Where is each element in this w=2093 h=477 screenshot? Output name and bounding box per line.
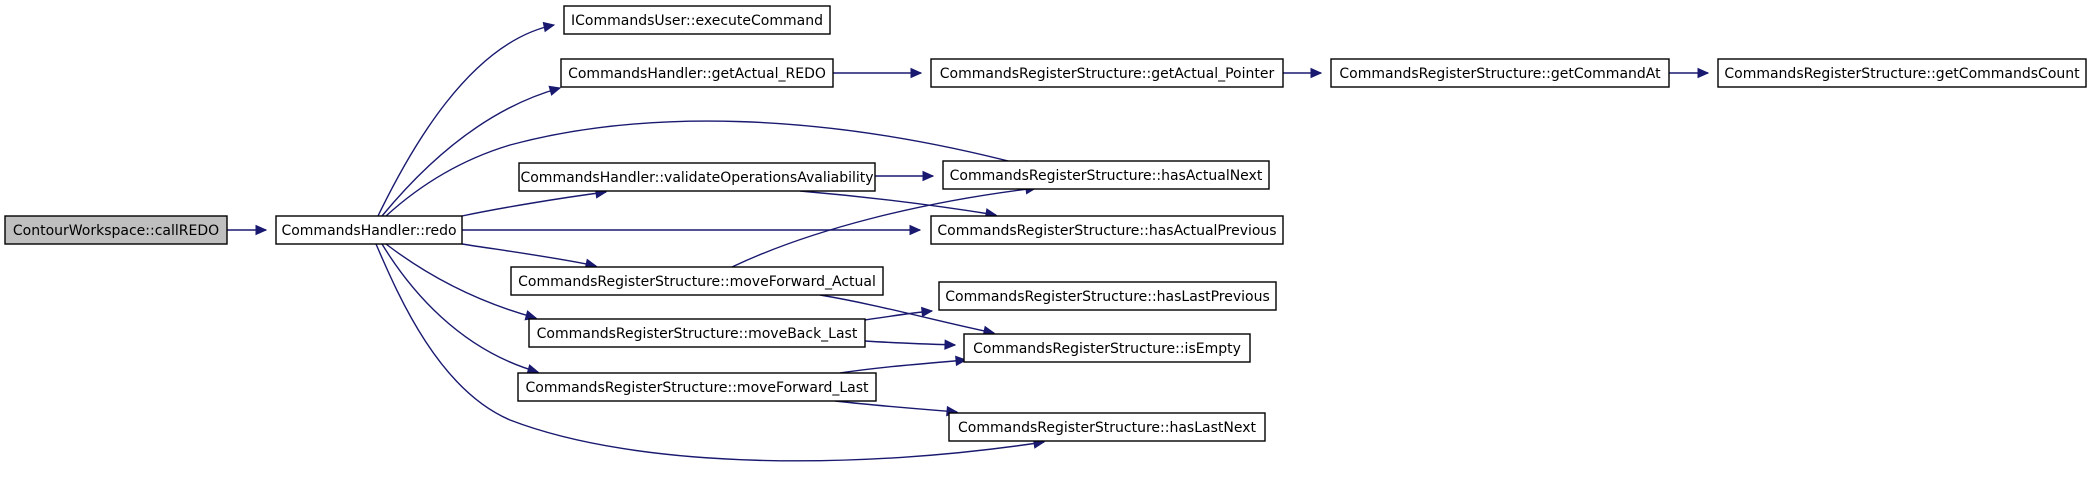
edge-line — [381, 243, 539, 373]
node-box — [930, 215, 1284, 245]
node-box — [528, 318, 866, 348]
edge-redo-to-getActualRedo — [381, 85, 562, 217]
nodes: ContourWorkspace::callREDO CommandsHandle… — [4, 5, 2087, 442]
edge-getActualPointer-to-getCommandAt — [1283, 67, 1323, 79]
edge-line — [839, 359, 967, 374]
node-label: CommandsRegisterStructure::hasActualNext — [950, 168, 1263, 184]
arrow-head-icon — [910, 67, 923, 79]
node-label: CommandsRegisterStructure::moveBack_Last — [537, 326, 858, 342]
node-validateOps[interactable]: CommandsHandler::validateOperationsAvali… — [518, 162, 876, 192]
node-box — [510, 266, 884, 296]
arrow-head-icon — [909, 224, 922, 236]
edge-moveForwardLast-to-hasLastNext — [834, 400, 959, 417]
node-label: ICommandsUser::executeCommand — [571, 13, 823, 29]
arrow-head-icon — [1310, 67, 1323, 79]
edge-root-to-redo — [226, 224, 268, 236]
edge-redo-to-execCmd — [377, 21, 556, 217]
node-moveForwardActual[interactable]: CommandsRegisterStructure::moveForward_A… — [510, 266, 884, 296]
node-box — [942, 160, 1270, 190]
node-label: CommandsRegisterStructure::hasLastPrevio… — [945, 289, 1270, 305]
node-getCommandAt[interactable]: CommandsRegisterStructure::getCommandAt — [1330, 58, 1670, 88]
node-label: CommandsRegisterStructure::moveForward_A… — [518, 274, 876, 290]
node-redo[interactable]: CommandsHandler::redo — [275, 215, 463, 245]
arrow-head-icon — [921, 306, 934, 318]
node-isEmpty[interactable]: CommandsRegisterStructure::isEmpty — [963, 333, 1251, 363]
edge-line — [461, 243, 597, 267]
edge-moveForwardLast-to-isEmpty — [839, 355, 968, 374]
edge-redo-to-moveForwardActual — [461, 243, 598, 269]
node-label: CommandsRegisterStructure::getCommandAt — [1339, 66, 1661, 82]
node-label: CommandsRegisterStructure::getActual_Poi… — [940, 66, 1275, 82]
node-getActualPointer[interactable]: CommandsRegisterStructure::getActual_Poi… — [930, 58, 1284, 88]
edge-line — [377, 24, 555, 217]
edge-redo-to-moveForwardLast — [381, 243, 540, 375]
edge-getCommandAt-to-getCommandsCount — [1669, 67, 1710, 79]
node-label: CommandsRegisterStructure::isEmpty — [973, 341, 1241, 357]
arrow-head-icon — [255, 224, 268, 236]
node-box — [4, 215, 228, 245]
node-moveForwardLast[interactable]: CommandsRegisterStructure::moveForward_L… — [517, 372, 877, 402]
node-box — [963, 333, 1251, 363]
node-hasActualNext[interactable]: CommandsRegisterStructure::hasActualNext — [942, 160, 1270, 190]
edge-line — [375, 243, 1045, 462]
node-label: CommandsRegisterStructure::hasLastNext — [958, 420, 1256, 436]
edge-moveBackLast-to-hasLastPrevious — [864, 306, 934, 321]
edge-redo-to-validateOps — [461, 188, 608, 217]
arrow-head-icon — [548, 85, 562, 96]
node-label: CommandsRegisterStructure::moveForward_L… — [525, 380, 869, 396]
node-getActualRedo[interactable]: CommandsHandler::getActual_REDO — [560, 58, 834, 88]
node-box — [948, 412, 1266, 442]
edges — [226, 21, 1710, 462]
node-box — [938, 281, 1277, 311]
node-box — [517, 372, 877, 402]
edge-line — [381, 87, 561, 217]
node-hasLastPrevious[interactable]: CommandsRegisterStructure::hasLastPrevio… — [938, 281, 1277, 311]
node-getCommandsCount[interactable]: CommandsRegisterStructure::getCommandsCo… — [1717, 58, 2087, 88]
node-label: ContourWorkspace::callREDO — [13, 223, 219, 239]
node-box — [563, 5, 831, 35]
node-hasActualPrevious[interactable]: CommandsRegisterStructure::hasActualPrev… — [930, 215, 1284, 245]
edge-line — [731, 187, 1037, 268]
edge-getActualRedo-to-getActualPointer — [833, 67, 923, 79]
arrow-head-icon — [1697, 67, 1710, 79]
node-root[interactable]: ContourWorkspace::callREDO — [4, 215, 228, 245]
node-box — [560, 58, 834, 88]
edge-line — [461, 191, 607, 217]
arrow-head-icon — [922, 170, 935, 182]
edge-redo-to-hasActualPrevious — [461, 224, 922, 236]
edge-line — [799, 190, 997, 216]
edge-moveBackLast-to-isEmpty — [864, 339, 957, 350]
node-box — [275, 215, 463, 245]
arrow-head-icon — [944, 339, 957, 350]
node-box — [1330, 58, 1670, 88]
edge-line — [834, 400, 958, 413]
edge-validateOps-to-hasActualPrevious — [799, 190, 998, 219]
node-label: CommandsHandler::redo — [281, 223, 456, 239]
node-label: CommandsRegisterStructure::hasActualPrev… — [937, 223, 1276, 239]
node-box — [1717, 58, 2087, 88]
arrow-head-icon — [955, 355, 968, 367]
edge-line — [385, 120, 1036, 217]
node-box — [518, 162, 876, 192]
arrow-head-icon — [542, 21, 556, 33]
node-execCmd[interactable]: ICommandsUser::executeCommand — [563, 5, 831, 35]
node-label: CommandsHandler::validateOperationsAvali… — [520, 170, 873, 186]
edge-validateOps-to-hasActualNext — [874, 170, 935, 182]
edge-line — [864, 340, 956, 346]
node-label: CommandsHandler::getActual_REDO — [568, 66, 826, 82]
edge-line — [385, 243, 537, 319]
node-box — [930, 58, 1284, 88]
node-moveBackLast[interactable]: CommandsRegisterStructure::moveBack_Last — [528, 318, 866, 348]
node-hasLastNext[interactable]: CommandsRegisterStructure::hasLastNext — [948, 412, 1266, 442]
node-label: CommandsRegisterStructure::getCommandsCo… — [1724, 66, 2080, 82]
